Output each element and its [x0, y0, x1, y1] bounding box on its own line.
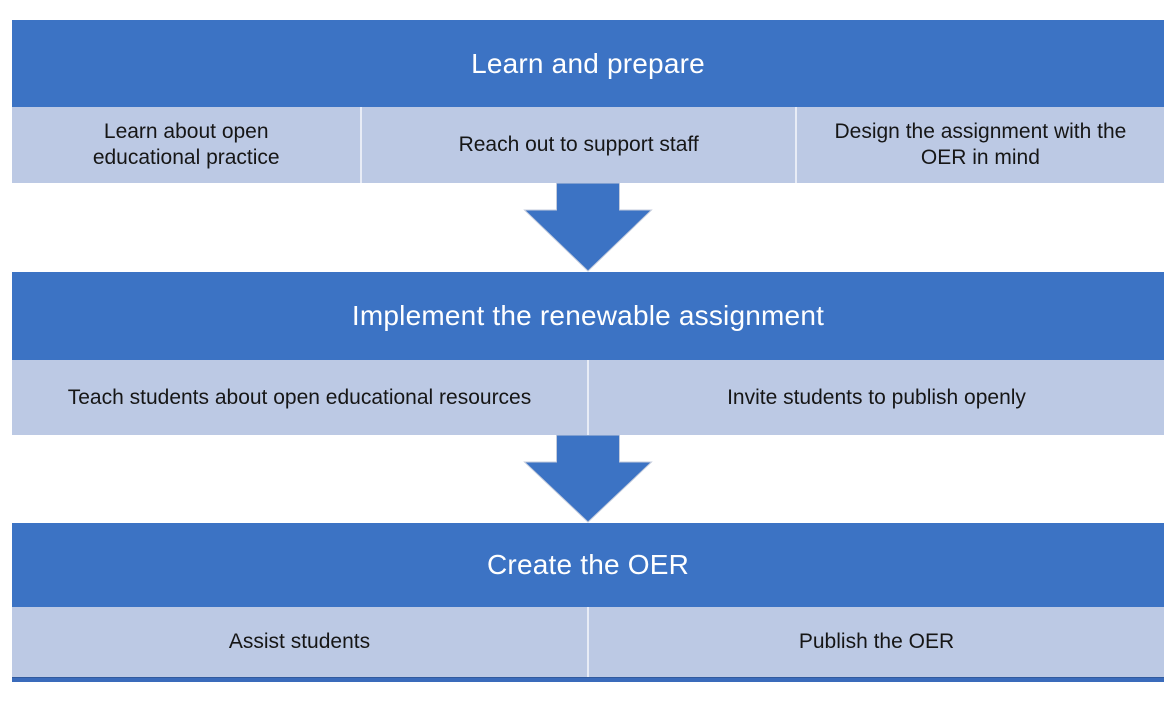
step-cell: Assist students: [228, 630, 371, 654]
stage-steps-row: Learn about open educational practice Re…: [12, 107, 1164, 183]
down-arrow-icon: [523, 435, 653, 523]
step-cell: Reach out to support staff: [360, 107, 794, 183]
stage-title: Create the OER: [12, 523, 1164, 607]
stage-create-the-oer: Create the OER Assist students Publish t…: [12, 523, 1164, 682]
bottom-accent-bar: [12, 677, 1164, 682]
flow-arrow-2: [12, 435, 1164, 523]
stage-implement-renewable-assignment: Implement the renewable assignment Teach…: [12, 272, 1164, 435]
step-cell: Design the assignment with the OER in mi…: [794, 107, 1164, 183]
process-flow-stack: Learn and prepare Learn about open educa…: [12, 20, 1164, 682]
step-cell: Invite students to publish openly: [587, 360, 1164, 435]
stage-learn-and-prepare: Learn and prepare Learn about open educa…: [12, 20, 1164, 183]
flow-arrow-1: [12, 183, 1164, 272]
stage-title: Implement the renewable assignment: [12, 272, 1164, 360]
step-cell: Publish the OER: [587, 607, 1164, 677]
step-cell: Learn about open educational practice: [92, 120, 280, 169]
stage-steps-row: Teach students about open educational re…: [12, 360, 1164, 435]
stage-title: Learn and prepare: [12, 20, 1164, 107]
step-cell: Teach students about open educational re…: [67, 385, 532, 409]
down-arrow-icon: [523, 183, 653, 272]
stage-steps-row: Assist students Publish the OER: [12, 607, 1164, 677]
